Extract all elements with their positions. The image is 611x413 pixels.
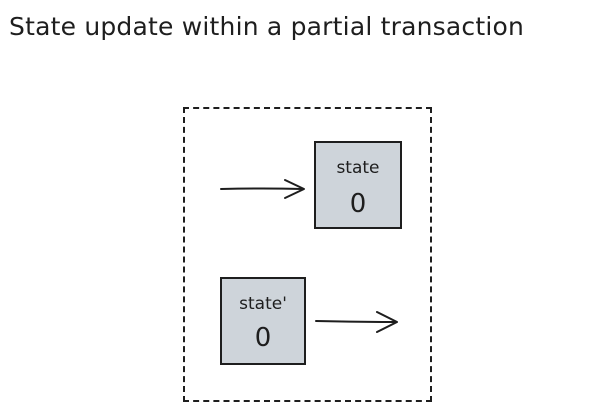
outgoing-arrow xyxy=(315,311,398,333)
state-prime-label: state' xyxy=(239,294,287,314)
diagram-title: State update within a partial transactio… xyxy=(9,12,525,41)
state-label: state xyxy=(336,158,380,178)
state-box: state 0 xyxy=(314,141,402,229)
incoming-arrow xyxy=(220,179,305,199)
state-prime-value: 0 xyxy=(254,323,272,353)
state-value: 0 xyxy=(349,189,367,219)
transaction-frame xyxy=(183,107,432,402)
state-prime-box: state' 0 xyxy=(220,277,306,365)
